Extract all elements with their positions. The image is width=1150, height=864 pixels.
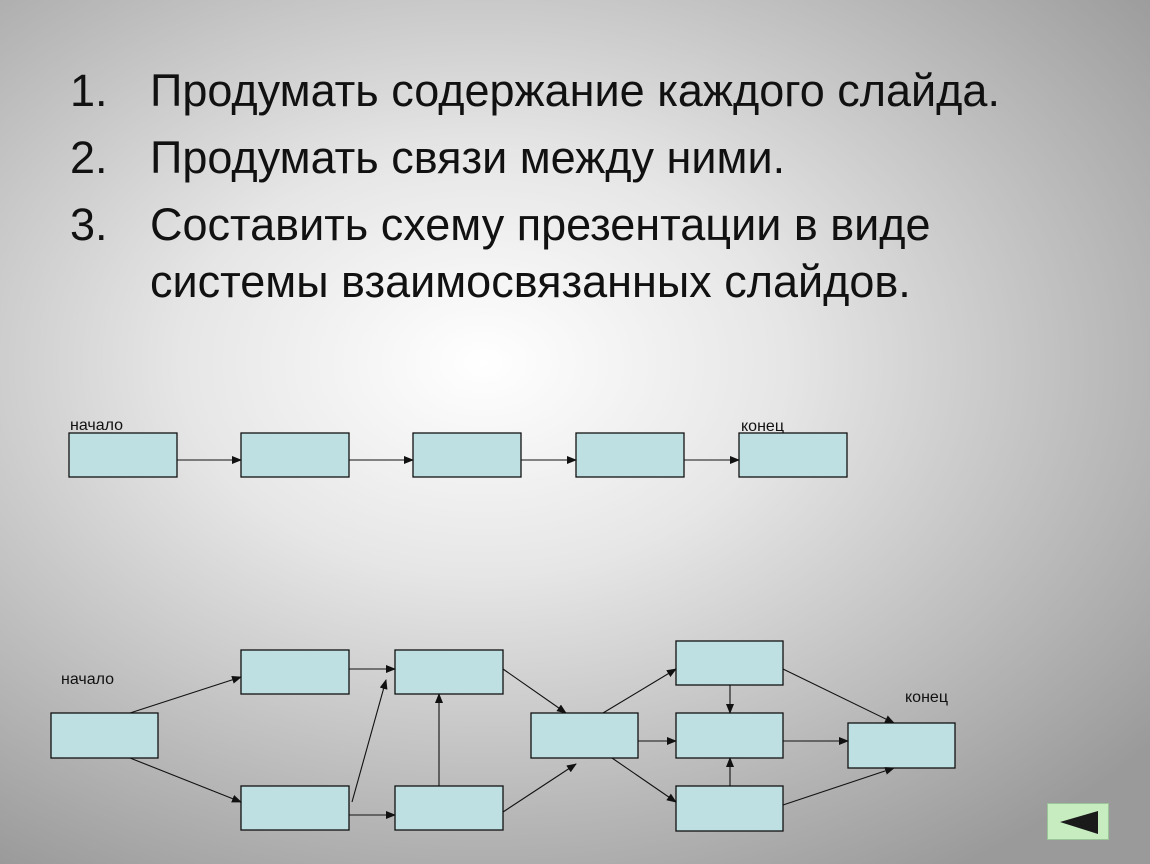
network-slide-box (50, 712, 159, 759)
linear-scheme: начало конец (68, 417, 848, 478)
network-arrow (129, 675, 242, 714)
triangle-left-icon (1060, 811, 1098, 834)
network-arrow (502, 668, 567, 714)
network-scheme: начало конец (50, 640, 956, 832)
network-slide-box (394, 785, 504, 831)
network-arrow (502, 763, 577, 813)
network-slide-box (240, 649, 350, 695)
network-arrow (782, 767, 895, 806)
back-button[interactable] (1047, 803, 1109, 840)
network-slide-box (240, 785, 350, 831)
linear-slide-box (412, 432, 522, 478)
step-item: 2. Продумать связи между ними. (70, 129, 1110, 186)
linear-end-label: конец (741, 418, 784, 435)
step-text: Составить схему презентации в виде систе… (150, 199, 931, 307)
network-slide-box (394, 649, 504, 695)
network-arrow (351, 679, 388, 803)
network-end-label: конец (905, 689, 948, 706)
network-arrow (782, 668, 895, 724)
step-item: 3. Составить схему презентации в виде си… (70, 196, 1110, 310)
network-slide-box (675, 785, 784, 832)
steps-list: 1. Продумать содержание каждого слайда. … (70, 62, 1110, 320)
network-slide-box (847, 722, 956, 769)
network-slide-box (675, 712, 784, 759)
network-slide-box (675, 640, 784, 686)
step-item: 1. Продумать содержание каждого слайда. (70, 62, 1110, 119)
linear-slide-box (240, 432, 350, 478)
network-slide-box (530, 712, 639, 759)
network-start-label: начало (61, 671, 114, 688)
step-text: Продумать содержание каждого слайда. (150, 65, 1000, 116)
step-number: 2. (70, 132, 108, 183)
network-arrow (611, 757, 677, 803)
linear-slide-box (738, 432, 848, 478)
step-text: Продумать связи между ними. (150, 132, 786, 183)
network-arrow (129, 757, 242, 803)
linear-start-label: начало (70, 417, 123, 434)
step-number: 1. (70, 65, 108, 116)
network-arrow (602, 668, 677, 714)
linear-slide-box (575, 432, 685, 478)
linear-slide-box (68, 432, 178, 478)
step-number: 3. (70, 199, 108, 250)
